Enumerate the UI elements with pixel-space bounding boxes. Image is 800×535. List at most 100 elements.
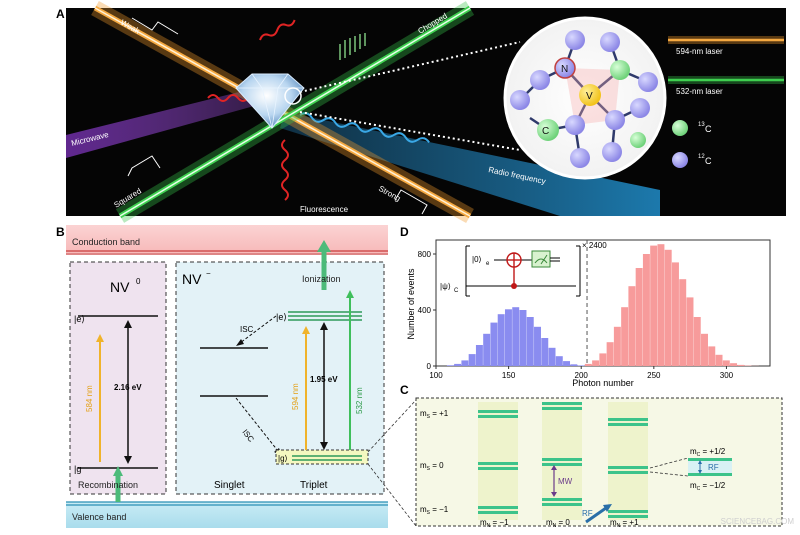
x-tick-label: 250 <box>647 371 661 380</box>
histogram-bar <box>476 345 483 366</box>
level-c1-m1-b <box>478 511 518 514</box>
histogram-bar <box>737 365 744 366</box>
histogram-bar <box>665 250 672 366</box>
histogram-bar <box>716 355 723 366</box>
level-c3-0-a <box>608 466 648 469</box>
mn-0-label: mN = 0 <box>546 518 570 529</box>
histogram-bar <box>549 348 556 366</box>
histogram-bar <box>679 279 686 366</box>
cnot-control-dot <box>511 283 517 289</box>
histogram-bar <box>614 327 621 366</box>
nvm-594-label: 594 nm <box>291 383 300 410</box>
legend-13c-label: C <box>705 124 712 134</box>
y-tick-label: 400 <box>418 306 432 315</box>
recombination-label: Recombination <box>78 480 138 490</box>
level-c1-0-b <box>478 467 518 470</box>
histogram-bar <box>621 307 628 366</box>
nv0-energy-label: 2.16 eV <box>114 383 142 392</box>
circuit-nuclear-sub: C <box>454 288 459 294</box>
nitrogen-atom-label: N <box>561 64 568 75</box>
level-c2-0-b <box>542 463 582 466</box>
level-c3-p1-b <box>608 423 648 426</box>
histogram-bar <box>730 363 737 366</box>
rf-label: RF <box>582 509 593 518</box>
circuit-electron-qubit: |0⟩ <box>472 255 482 264</box>
level-c1-p1-b <box>478 415 518 418</box>
panel-d-letter: D <box>400 225 409 239</box>
singlet-label: Singlet <box>214 480 245 491</box>
histogram-bar <box>512 307 519 366</box>
histogram-bar <box>498 314 505 366</box>
level-c3-m1-a <box>608 510 648 513</box>
mn-plus1-label: mN = +1 <box>610 518 639 529</box>
histogram-bar <box>563 361 570 366</box>
y-tick-label: 800 <box>418 250 432 259</box>
legend-532-laser: 532-nm laser <box>676 87 723 96</box>
nvm-title-sup: − <box>206 269 211 278</box>
histogram-bar <box>701 334 708 366</box>
histogram-bar <box>469 354 476 366</box>
histogram-bar <box>687 297 694 366</box>
legend-12c-label: C <box>705 156 712 166</box>
circuit-nuclear-qubit: |ψ⟩ <box>440 282 451 291</box>
mc-minus-level <box>688 473 732 476</box>
histogram-bar <box>657 244 664 366</box>
histogram-bar <box>592 360 599 366</box>
histogram-bar <box>483 334 490 366</box>
circuit-repeat-count: × 2400 <box>582 241 607 250</box>
level-c1-p1-a <box>478 410 518 413</box>
level-c2-p1-b <box>542 407 582 410</box>
y-tick-label: 0 <box>427 362 432 371</box>
histogram-bar <box>585 364 592 366</box>
vacancy-label: V <box>586 91 593 102</box>
carbon-atom-label: C <box>542 126 549 137</box>
histogram-bar <box>650 246 657 366</box>
nv0-584-label: 584 nm <box>85 385 94 412</box>
histogram-bar <box>520 310 527 366</box>
legend-594-laser: 594-nm laser <box>676 47 723 56</box>
nvm-532-label: 532 nm <box>355 387 364 414</box>
panel-a-letter: A <box>56 7 65 21</box>
mw-label: MW <box>558 477 573 486</box>
y-axis-ticks: 0 400 800 <box>418 250 436 371</box>
histogram-bar <box>570 364 577 366</box>
x-tick-label: 150 <box>502 371 516 380</box>
level-c1-0-a <box>478 462 518 465</box>
mn-minus1-label: mN = −1 <box>480 518 509 529</box>
panel-c-letter: C <box>400 383 409 397</box>
histogram-bar <box>556 356 563 366</box>
histogram-bar <box>534 327 541 366</box>
y-axis-label: Number of events <box>406 268 416 340</box>
level-c3-p1-a <box>608 418 648 421</box>
histogram-bar <box>694 317 701 366</box>
ionization-label: Ionization <box>302 274 341 284</box>
mc-plus-level <box>688 458 732 461</box>
level-c2-p1-a <box>542 402 582 405</box>
level-c2-0-a <box>542 458 582 461</box>
histogram-bar <box>541 338 548 366</box>
nv0-e-label: |e⟩ <box>74 314 85 324</box>
level-c1-m1-a <box>478 506 518 509</box>
histogram-bar <box>628 286 635 366</box>
histogram-bar <box>643 254 650 366</box>
histogram-bar <box>599 353 606 366</box>
nvm-e-label: |e⟩ <box>276 312 287 322</box>
legend-12c-swatch <box>672 152 688 168</box>
panel-c: C MW RF mS = +1 <box>400 383 782 529</box>
nv0-box <box>70 262 166 494</box>
histogram-bar <box>461 360 468 366</box>
nv0-title-sup: 0 <box>136 277 141 286</box>
histogram-bar <box>672 262 679 366</box>
x-tick-label: 100 <box>429 371 443 380</box>
column-mn-minus1 <box>478 402 518 520</box>
nv0-g-label: |g <box>74 464 81 474</box>
level-c3-0-b <box>608 471 648 474</box>
nvm-title: NV <box>182 271 202 287</box>
ground-state-highlight <box>276 450 368 464</box>
watermark: SCIENCEBAG.COM <box>721 517 795 526</box>
triplet-label: Triplet <box>300 480 328 491</box>
conduction-band-label: Conduction band <box>72 237 140 247</box>
